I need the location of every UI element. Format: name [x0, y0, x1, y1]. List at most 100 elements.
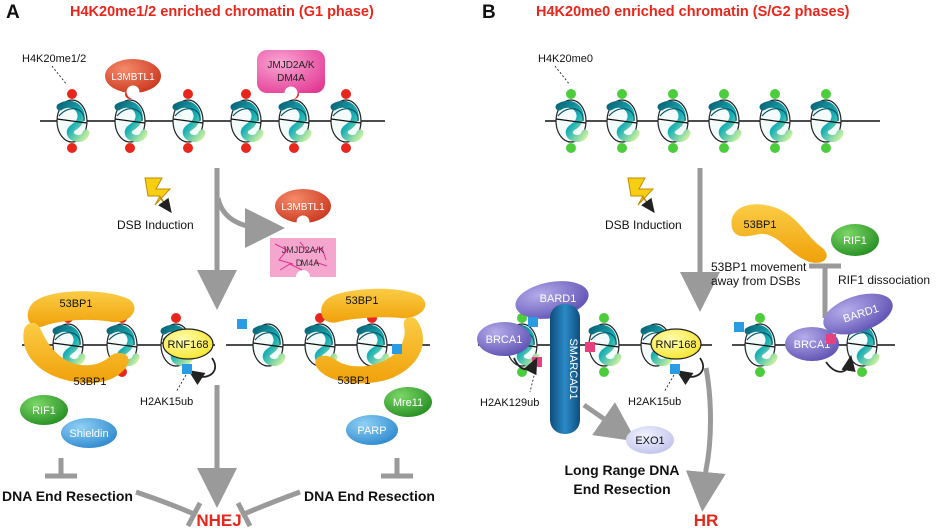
chromatin-strand — [545, 89, 880, 153]
h2ak129ub-label: H2AK129ub — [480, 397, 539, 409]
jmjd2-reader: JMJD2A/K DM4A — [257, 50, 325, 100]
ub-square — [670, 364, 680, 374]
ub-square — [182, 364, 192, 374]
histone-mark — [668, 89, 678, 99]
panel-a-mark-label: H4K20me1/2 — [22, 53, 86, 65]
shieldin: Shieldin — [61, 418, 117, 448]
resection-right-label: DNA End Resection — [304, 488, 435, 504]
histone-mark — [599, 313, 609, 323]
lightning-icon — [627, 177, 655, 214]
movement-label-line1: 53BP1 movement — [711, 260, 807, 274]
rnf168-right-label: RNF168 — [656, 339, 697, 351]
histone-mark — [341, 89, 351, 99]
histone-mark — [719, 89, 729, 99]
nucleosome — [56, 89, 90, 153]
bp53-displaced: 53BP1 — [731, 204, 827, 263]
histone-mark — [770, 143, 780, 153]
histone-mark — [125, 143, 135, 153]
histone-mark — [755, 313, 765, 323]
nucleosome — [172, 89, 206, 153]
panel-b-mark-label: H4K20me0 — [538, 53, 593, 65]
histone-mark — [821, 89, 831, 99]
jmjd2-label-line1: JMJD2A/K — [267, 60, 315, 71]
histone-mark — [241, 143, 251, 153]
rnf168-right: RNF168 — [650, 328, 702, 360]
bp53-displaced-label: 53BP1 — [743, 219, 776, 231]
rnf168-left-arrow — [188, 357, 216, 385]
h2ak15ub-pointer — [663, 374, 675, 393]
displaced-jmjd2-line1: JMJD2A/K — [282, 245, 325, 255]
parp: PARP — [346, 415, 398, 445]
rif1-right: RIF1 — [831, 224, 879, 256]
long-range-line2: End Resection — [573, 481, 670, 497]
panel-a-letter: A — [6, 2, 20, 23]
nucleosome — [252, 323, 286, 367]
rif1-left: RIF1 — [20, 395, 68, 425]
histone-mark — [617, 89, 627, 99]
brca1-right-arrow — [825, 354, 856, 373]
bp53-top-right-label: 53BP1 — [345, 295, 378, 307]
mre11: Mre11 — [384, 387, 432, 417]
ub-square-pink — [585, 342, 595, 352]
inhibit-right — [381, 458, 413, 479]
brca1-left: BRCA1 — [477, 322, 531, 356]
bard1-left-label: BARD1 — [540, 293, 577, 305]
histone-mark — [67, 89, 77, 99]
nucleosome — [330, 89, 364, 153]
inhibit-rif1 — [809, 263, 841, 318]
l3mbtl1-label: L3MBTL1 — [111, 72, 155, 83]
ub-square — [392, 344, 402, 354]
panel-b-dsb-label: DSB Induction — [605, 218, 682, 232]
brca1-ub-arrow — [513, 357, 538, 376]
h2ak15ub-right-label: H2AK15ub — [628, 396, 681, 408]
bp53-top-left: 53BP1 — [27, 291, 135, 328]
displaced-l3mbtl1-label: L3MBTL1 — [281, 202, 325, 213]
nucleosome — [708, 89, 742, 153]
bp53-bottom-left-label: 53BP1 — [73, 376, 106, 388]
exo1: EXO1 — [626, 426, 674, 454]
h2ak129ub-pointer — [529, 367, 537, 393]
brca1-right: BRCA1 — [785, 327, 839, 361]
rif1-right-label: RIF1 — [843, 235, 867, 247]
h2ak15ub-left-label: H2AK15ub — [140, 396, 193, 408]
smarcad1: SMARCAD1 — [550, 304, 580, 434]
bp53-bottom-right-label: 53BP1 — [337, 375, 370, 387]
panel-a-dsb-label: DSB Induction — [117, 218, 194, 232]
jmjd2-label-line2: DM4A — [277, 73, 305, 84]
panel-a-title: H4K20me1/2 enriched chromatin (G1 phase) — [70, 4, 374, 20]
nucleosome — [810, 89, 844, 153]
rnf168-right-arrow — [676, 357, 704, 385]
histone-mark — [183, 143, 193, 153]
movement-label-line2: away from DSBs — [711, 274, 800, 288]
histone-mark — [617, 143, 627, 153]
histone-mark — [770, 89, 780, 99]
histone-mark — [755, 367, 765, 377]
smarcad1-label: SMARCAD1 — [567, 338, 579, 399]
histone-mark — [668, 143, 678, 153]
l3mbtl1-reader: L3MBTL1 — [105, 59, 161, 99]
nucleosome — [114, 89, 148, 153]
bard1-right: BARD1 — [823, 293, 893, 335]
exo1-label: EXO1 — [635, 435, 664, 447]
hr-outcome: HR — [694, 511, 719, 530]
inhibit-nhej-right — [235, 489, 301, 528]
brca1-right-label: BRCA1 — [794, 339, 831, 351]
histone-mark — [241, 89, 251, 99]
ub-square — [237, 319, 247, 329]
rnf168-left: RNF168 — [162, 328, 214, 360]
nucleosome — [230, 89, 264, 153]
nucleosome — [657, 89, 691, 153]
displaced-jmjd2: JMJD2A/K D M4A — [270, 238, 336, 277]
histone-mark — [599, 367, 609, 377]
nucleosome — [606, 89, 640, 153]
histone-mark — [171, 313, 181, 323]
inhibit-left — [45, 458, 77, 479]
histone-mark — [183, 89, 193, 99]
chromatin-strand — [40, 89, 385, 153]
bp53-top-right: 53BP1 — [321, 288, 426, 323]
hr-arrow — [685, 367, 726, 512]
histone-mark — [821, 143, 831, 153]
long-range-line1: Long Range DNA — [564, 462, 679, 478]
